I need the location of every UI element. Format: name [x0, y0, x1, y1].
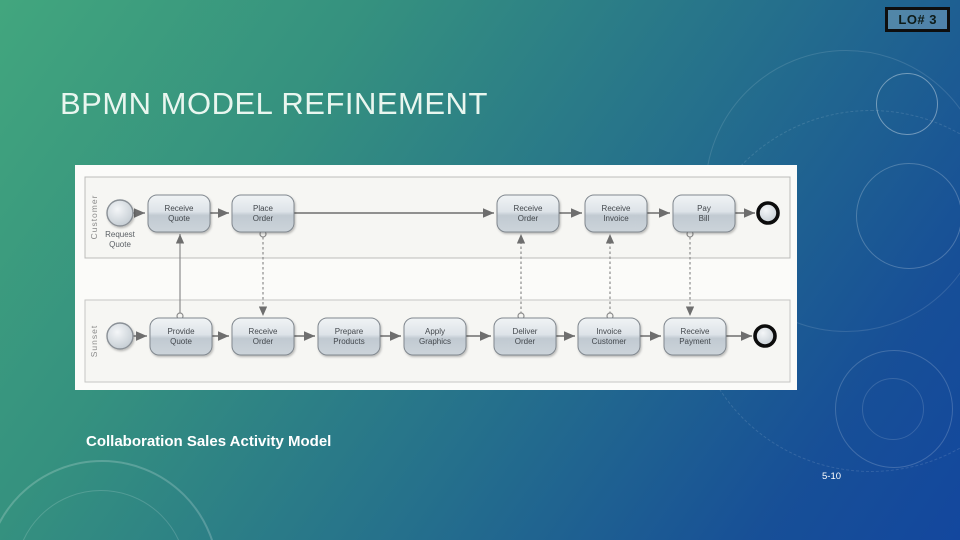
lane-label-sunset: Sunset	[89, 325, 99, 357]
bpmn-task-receive-order-customer: Receive Order	[496, 194, 560, 233]
svg-text:Order: Order	[253, 214, 274, 223]
svg-text:Order: Order	[518, 214, 539, 223]
bpmn-diagram-panel: Customer Sunset	[75, 165, 797, 390]
bpmn-task-receive-payment: Receive Payment	[663, 317, 727, 356]
lane-label-customer: Customer	[89, 195, 99, 240]
svg-text:Quote: Quote	[170, 337, 192, 346]
svg-text:Place: Place	[253, 204, 274, 213]
svg-text:Invoice: Invoice	[596, 327, 622, 336]
svg-text:Quote: Quote	[168, 214, 190, 223]
slide-caption: Collaboration Sales Activity Model	[86, 433, 332, 450]
svg-text:Receive: Receive	[602, 204, 631, 213]
svg-text:Receive: Receive	[681, 327, 710, 336]
svg-text:Bill: Bill	[699, 214, 710, 223]
decorative-ring	[0, 460, 219, 540]
svg-text:Products: Products	[333, 337, 365, 346]
page-number: 5-10	[822, 471, 842, 482]
bpmn-task-provide-quote: Provide Quote	[149, 317, 213, 356]
decorative-ring	[876, 73, 938, 135]
bpmn-task-receive-invoice: Receive Invoice	[584, 194, 648, 233]
svg-text:Pay: Pay	[697, 204, 711, 213]
end-event-sunset	[753, 324, 777, 348]
start-event-sunset	[106, 322, 134, 350]
svg-text:Deliver: Deliver	[513, 327, 538, 336]
bpmn-task-prepare-products: Prepare Products	[317, 317, 381, 356]
start-event-label: Request	[105, 230, 136, 239]
end-event-customer	[756, 201, 780, 225]
bpmn-task-deliver-order: Deliver Order	[493, 317, 557, 356]
decorative-ring	[15, 490, 187, 540]
decorative-ring	[835, 350, 953, 468]
bpmn-task-receive-quote: Receive Quote	[147, 194, 211, 233]
svg-text:Order: Order	[515, 337, 536, 346]
decorative-ring	[862, 378, 924, 440]
svg-text:Receive: Receive	[249, 327, 278, 336]
svg-text:Receive: Receive	[165, 204, 194, 213]
svg-text:Receive: Receive	[514, 204, 543, 213]
bpmn-task-invoice-customer: Invoice Customer	[577, 317, 641, 356]
svg-text:Customer: Customer	[592, 337, 627, 346]
bpmn-task-pay-bill: Pay Bill	[672, 194, 736, 233]
start-event-label: Quote	[109, 240, 131, 249]
bpmn-task-receive-order-sunset: Receive Order	[231, 317, 295, 356]
slide-title: BPMN MODEL REFINEMENT	[60, 86, 488, 121]
bpmn-task-apply-graphics: Apply Graphics	[403, 317, 467, 356]
start-event-customer	[106, 199, 134, 227]
svg-text:Order: Order	[253, 337, 274, 346]
bpmn-task-place-order: Place Order	[231, 194, 295, 233]
message-flows	[175, 230, 695, 320]
svg-text:Invoice: Invoice	[603, 214, 629, 223]
svg-text:Payment: Payment	[679, 337, 711, 346]
decorative-ring	[856, 163, 960, 269]
svg-text:Apply: Apply	[425, 327, 445, 336]
svg-text:Provide: Provide	[167, 327, 195, 336]
svg-text:Graphics: Graphics	[419, 337, 451, 346]
lo-badge: LO# 3	[885, 7, 950, 32]
bpmn-diagram: Customer Sunset	[84, 176, 791, 383]
svg-text:Prepare: Prepare	[335, 327, 364, 336]
